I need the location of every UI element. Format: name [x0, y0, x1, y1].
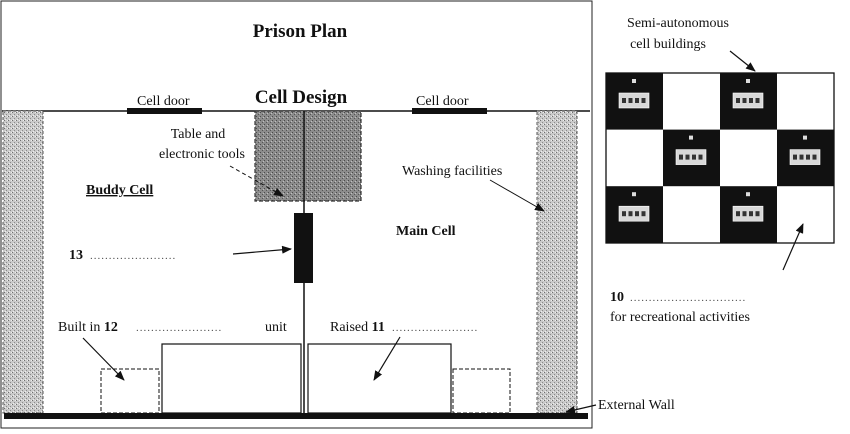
q13-blank: .......................	[90, 250, 176, 262]
cell-building	[663, 129, 720, 187]
q11-label: Raised 11	[330, 320, 385, 335]
cell-building	[606, 186, 663, 243]
q13-label: 13	[69, 248, 83, 263]
cell-door-left-label: Cell door	[137, 94, 190, 109]
q13-element	[294, 213, 313, 283]
washing-wall-right	[536, 110, 578, 414]
external-wall	[4, 413, 588, 419]
main-cell-label: Main Cell	[396, 224, 456, 239]
unit-right	[452, 368, 511, 414]
external-wall-label: External Wall	[598, 398, 675, 413]
cell-building	[720, 73, 777, 130]
table-label-line2: electronic tools	[159, 147, 245, 162]
site-grid	[605, 72, 835, 244]
q13-arrow	[232, 245, 292, 255]
q10-suffix: for recreational activities	[610, 310, 750, 325]
table-label-line1: Table and	[171, 127, 226, 142]
cell-design-heading: Cell Design	[255, 87, 348, 108]
cell-door-right	[412, 108, 487, 114]
cell-building	[606, 73, 663, 130]
site-arrow	[729, 50, 756, 72]
cell-door-right-label: Cell door	[416, 94, 469, 109]
washing-wall-left	[2, 110, 44, 414]
cell-building	[777, 129, 834, 187]
site-label-line1: Semi-autonomous	[627, 16, 729, 31]
table-electronic-tools	[254, 110, 362, 202]
buddy-cell-label: Buddy Cell	[86, 183, 153, 198]
table-arrow	[229, 165, 284, 197]
q10-blank: ...............................	[630, 292, 746, 304]
cell-door-left	[127, 108, 202, 114]
washing-arrow	[489, 179, 545, 212]
q12-arrow	[82, 337, 125, 381]
built-in-unit	[100, 368, 160, 414]
external-wall-arrow	[565, 404, 597, 414]
page-title: Prison Plan	[253, 21, 348, 42]
q12-suffix: unit	[265, 320, 287, 335]
plan-frame	[0, 0, 593, 429]
q12-blank: .......................	[136, 322, 222, 334]
bed-right	[307, 343, 452, 414]
q10-number: 10	[610, 290, 624, 305]
bed-left	[161, 343, 302, 414]
cell-building	[720, 186, 777, 243]
q12-label: Built in 12	[58, 320, 118, 335]
q11-arrow	[373, 336, 401, 381]
q11-blank: .......................	[392, 322, 478, 334]
washing-facilities-label: Washing facilities	[402, 164, 502, 179]
q10-arrow	[782, 223, 804, 271]
site-label-line2: cell buildings	[630, 37, 706, 52]
